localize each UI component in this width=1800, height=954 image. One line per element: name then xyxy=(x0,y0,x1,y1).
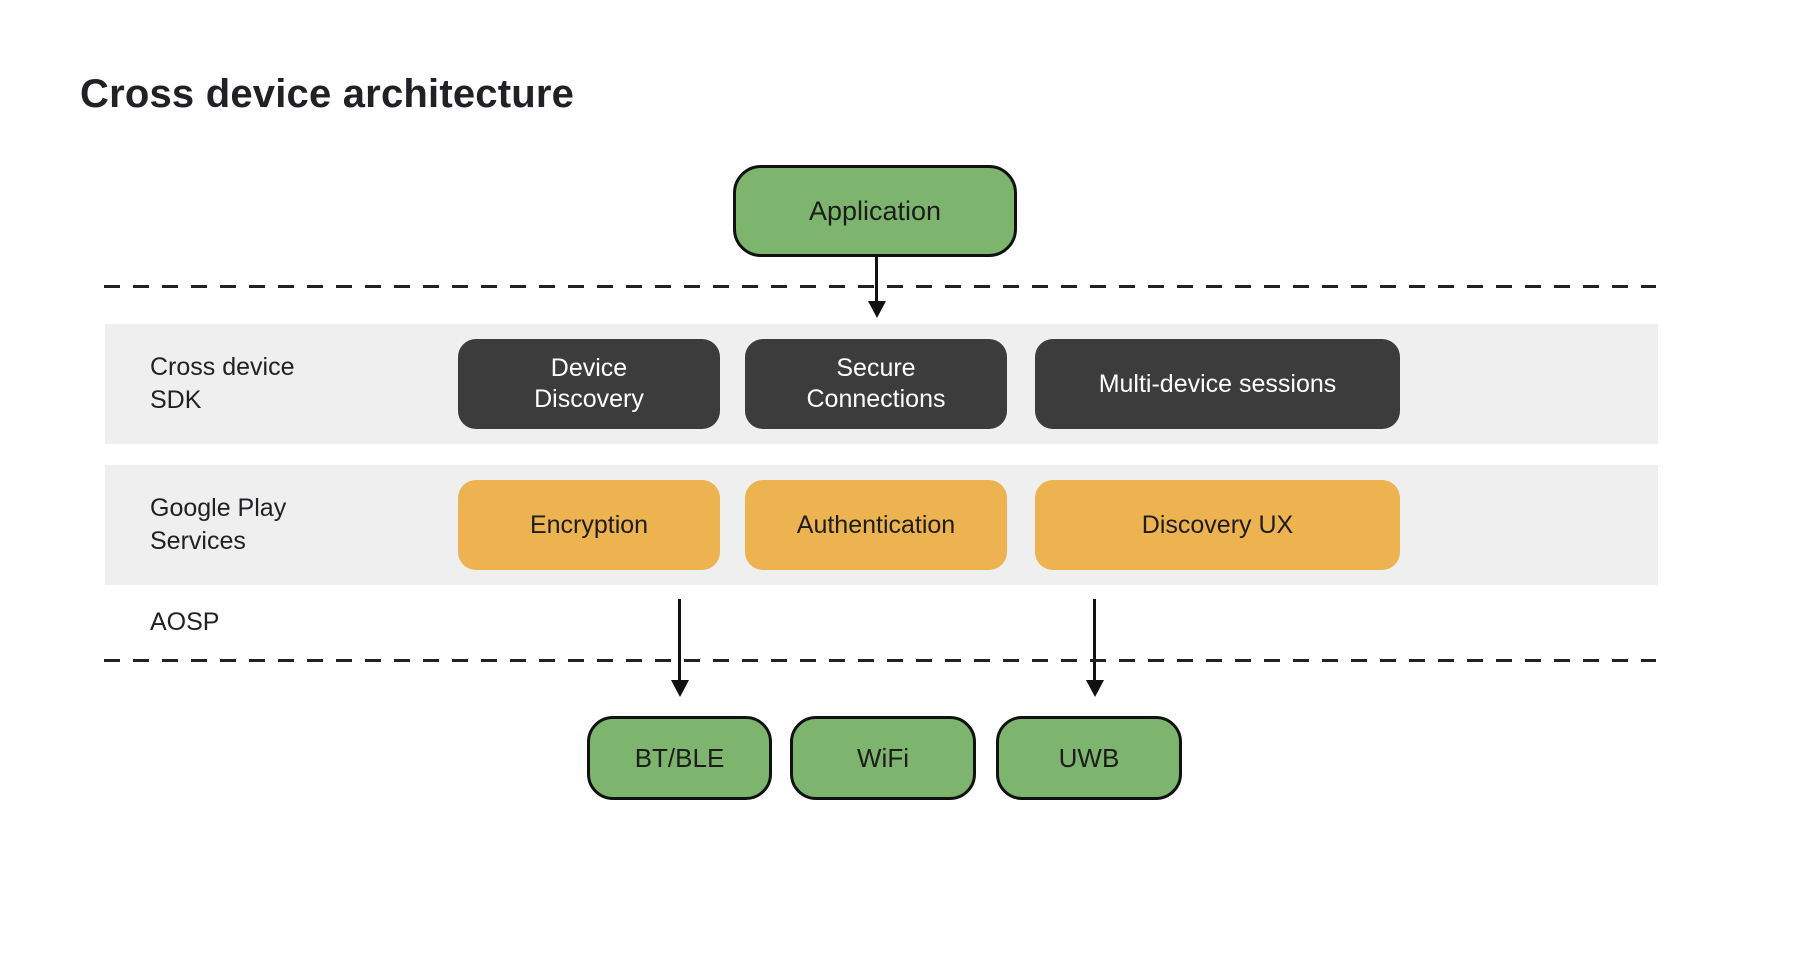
dashed-divider-bottom xyxy=(104,659,1656,662)
authentication-box: Authentication xyxy=(745,480,1007,570)
discovery-ux-box: Discovery UX xyxy=(1035,480,1400,570)
multi-device-sessions-box: Multi-device sessions xyxy=(1035,339,1400,429)
arrow-to-uwb-icon xyxy=(1093,599,1096,681)
dashed-divider-top xyxy=(104,285,1656,288)
gps-layer-label: Google Play Services xyxy=(150,494,287,555)
application-box: Application xyxy=(733,165,1017,257)
page-title: Cross device architecture xyxy=(80,72,575,116)
aosp-layer-label: AOSP xyxy=(150,608,220,636)
secure-connections-box: Secure Connections xyxy=(745,339,1007,429)
uwb-box: UWB xyxy=(996,716,1182,800)
arrow-application-to-sdk-icon xyxy=(875,257,878,302)
sdk-layer-label: Cross device SDK xyxy=(150,353,295,414)
bt-ble-box: BT/BLE xyxy=(587,716,772,800)
device-discovery-box: Device Discovery xyxy=(458,339,720,429)
encryption-box: Encryption xyxy=(458,480,720,570)
arrow-to-bt-ble-icon xyxy=(678,599,681,681)
wifi-box: WiFi xyxy=(790,716,976,800)
